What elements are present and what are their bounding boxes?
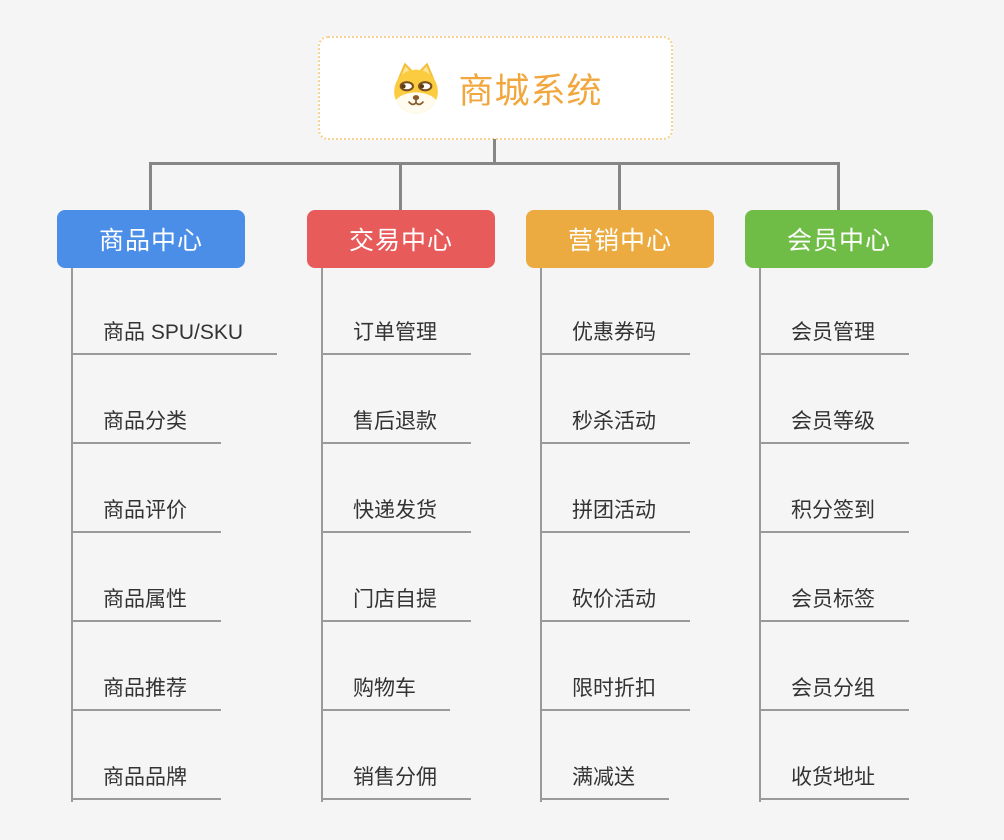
- topic-item[interactable]: 砍价活动: [540, 586, 690, 622]
- topic-item[interactable]: 会员标签: [759, 586, 909, 622]
- branch-items-trade-center: 订单管理 售后退款 快递发货 门店自提 购物车 销售分佣: [321, 268, 571, 808]
- topic-item[interactable]: 优惠券码: [540, 319, 690, 355]
- topic-item[interactable]: 门店自提: [321, 586, 471, 622]
- connector-drop-marketing-center: [618, 162, 621, 210]
- branch-node-product-center[interactable]: 商品中心: [57, 210, 245, 268]
- branch-items-member-center: 会员管理 会员等级 积分签到 会员标签 会员分组 收货地址: [759, 268, 1004, 808]
- topic-item[interactable]: 会员分组: [759, 675, 909, 711]
- dog-face-icon: [394, 62, 439, 114]
- branch-node-marketing-center[interactable]: 营销中心: [526, 210, 714, 268]
- topic-item[interactable]: 订单管理: [321, 319, 471, 355]
- branch-line: [759, 268, 761, 802]
- topic-item[interactable]: 商品评价: [71, 497, 221, 533]
- branch-node-member-center[interactable]: 会员中心: [745, 210, 933, 268]
- connector-bus: [149, 162, 840, 165]
- topic-item[interactable]: 商品品牌: [71, 764, 221, 800]
- connector-drop-member-center: [837, 162, 840, 210]
- branch-line: [71, 268, 73, 802]
- root-node[interactable]: 商城系统: [318, 36, 673, 140]
- topic-item[interactable]: 售后退款: [321, 408, 471, 444]
- root-title: 商城系统: [458, 71, 603, 111]
- connector-root-trunk: [493, 139, 496, 165]
- topic-item[interactable]: 拼团活动: [540, 497, 690, 533]
- connector-drop-trade-center: [399, 162, 402, 210]
- branch-items-product-center: 商品 SPU/SKU 商品分类 商品评价 商品属性 商品推荐 商品品牌: [71, 268, 321, 808]
- branch-node-trade-center[interactable]: 交易中心: [307, 210, 495, 268]
- topic-item[interactable]: 会员等级: [759, 408, 909, 444]
- connector-drop-product-center: [149, 162, 152, 210]
- topic-item[interactable]: 商品推荐: [71, 675, 221, 711]
- topic-item[interactable]: 商品属性: [71, 586, 221, 622]
- topic-item[interactable]: 收货地址: [759, 764, 909, 800]
- topic-item[interactable]: 会员管理: [759, 319, 909, 355]
- branch-line: [321, 268, 323, 802]
- branch-line: [540, 268, 542, 802]
- topic-item[interactable]: 限时折扣: [540, 675, 690, 711]
- topic-item[interactable]: 商品分类: [71, 408, 221, 444]
- topic-item[interactable]: 满减送: [540, 764, 669, 800]
- topic-item[interactable]: 积分签到: [759, 497, 909, 533]
- topic-item[interactable]: 销售分佣: [321, 764, 471, 800]
- topic-item[interactable]: 快递发货: [321, 497, 471, 533]
- branch-items-marketing-center: 优惠券码 秒杀活动 拼团活动 砍价活动 限时折扣 满减送: [540, 268, 790, 808]
- topic-item[interactable]: 购物车: [321, 675, 450, 711]
- topic-item[interactable]: 秒杀活动: [540, 408, 690, 444]
- topic-item[interactable]: 商品 SPU/SKU: [71, 319, 278, 355]
